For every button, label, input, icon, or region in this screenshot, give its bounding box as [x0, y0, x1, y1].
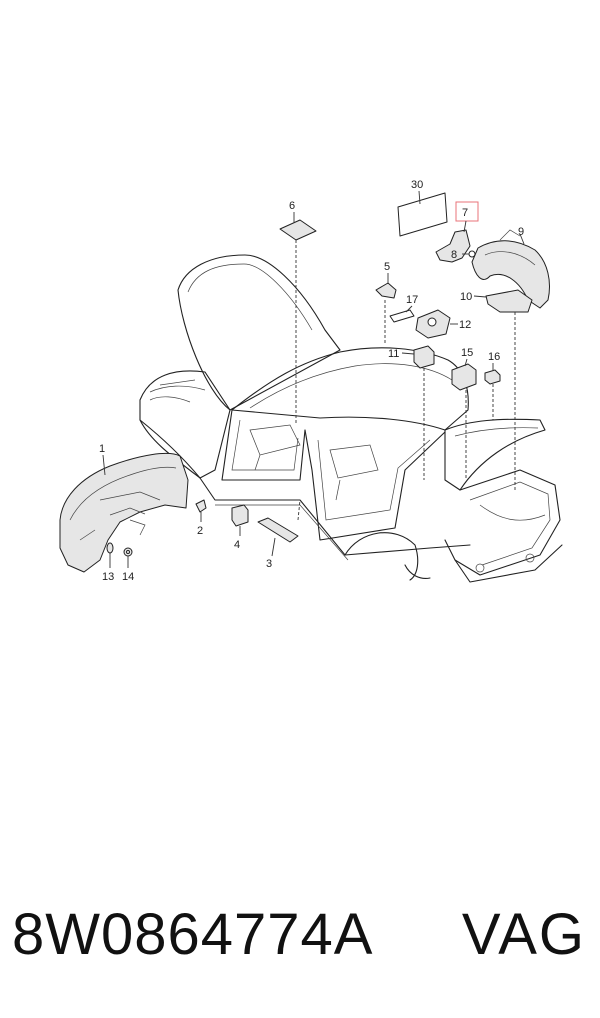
- callout-30: 30: [411, 179, 423, 205]
- svg-text:30: 30: [411, 179, 423, 191]
- callout-15: 15: [461, 347, 473, 367]
- part-16-small-block: [484, 369, 501, 420]
- svg-text:17: 17: [406, 294, 418, 306]
- callout-6: 6: [289, 200, 295, 223]
- svg-text:5: 5: [384, 261, 390, 273]
- part-15-block: [451, 363, 477, 480]
- callout-2: 2: [197, 525, 203, 537]
- svg-text:16: 16: [488, 351, 500, 363]
- part-30-insulation-mat: [397, 192, 448, 237]
- part-10-lower-liner: [485, 289, 533, 490]
- svg-text:14: 14: [122, 571, 134, 583]
- callout-5: 5: [384, 261, 390, 284]
- svg-text:2: 2: [197, 525, 203, 537]
- callout-14: 14: [122, 571, 134, 583]
- callout-3: 3: [266, 558, 272, 570]
- svg-text:8: 8: [451, 249, 457, 261]
- part-number: 8W0864774A: [12, 902, 374, 967]
- part-7-sound-absorber: [435, 229, 471, 263]
- part-4-block: [231, 504, 249, 536]
- part-5-bracket: [375, 282, 397, 345]
- callout-12: 12: [459, 319, 471, 331]
- part-6-pad: [279, 219, 317, 425]
- svg-text:11: 11: [388, 348, 399, 360]
- callout-9: 9: [518, 226, 524, 238]
- callout-8: 8: [451, 249, 457, 261]
- svg-text:4: 4: [234, 539, 240, 551]
- part-9-wheel-housing-liner: [471, 229, 550, 309]
- part-11-block: [413, 345, 435, 480]
- part-info-footer: 8W0864774A VAG: [0, 895, 600, 985]
- callout-7-highlighted: 7: [455, 201, 479, 233]
- part-14-washer: [123, 547, 133, 568]
- callout-16: 16: [488, 351, 500, 371]
- callout-17: 17: [405, 294, 418, 313]
- svg-text:1: 1: [99, 443, 105, 455]
- callout-11: 11: [388, 348, 415, 360]
- svg-text:10: 10: [460, 291, 472, 303]
- part-2-clip: [195, 499, 207, 522]
- callout-1: 1: [99, 443, 106, 476]
- svg-text:3: 3: [266, 558, 272, 570]
- callout-4: 4: [234, 539, 240, 551]
- svg-text:6: 6: [289, 200, 295, 212]
- svg-text:7: 7: [462, 207, 468, 219]
- callout-10: 10: [460, 291, 487, 303]
- svg-text:15: 15: [461, 347, 473, 359]
- part-1-front-liner: [59, 452, 189, 573]
- exploded-parts-diagram: 30 6 7 9 8 10 5 17 12 11 15 16: [59, 179, 563, 583]
- part-13-fastener: [106, 542, 114, 568]
- svg-text:13: 13: [102, 571, 114, 583]
- part-8-clip: [462, 250, 476, 258]
- part-17-strip: [389, 309, 415, 323]
- svg-text:9: 9: [518, 226, 524, 238]
- callout-13: 13: [102, 571, 114, 583]
- part-12-module: [415, 309, 458, 339]
- svg-text:12: 12: [459, 319, 471, 331]
- brand-label: VAG: [461, 902, 586, 967]
- part-3-sill-strip: [257, 499, 301, 557]
